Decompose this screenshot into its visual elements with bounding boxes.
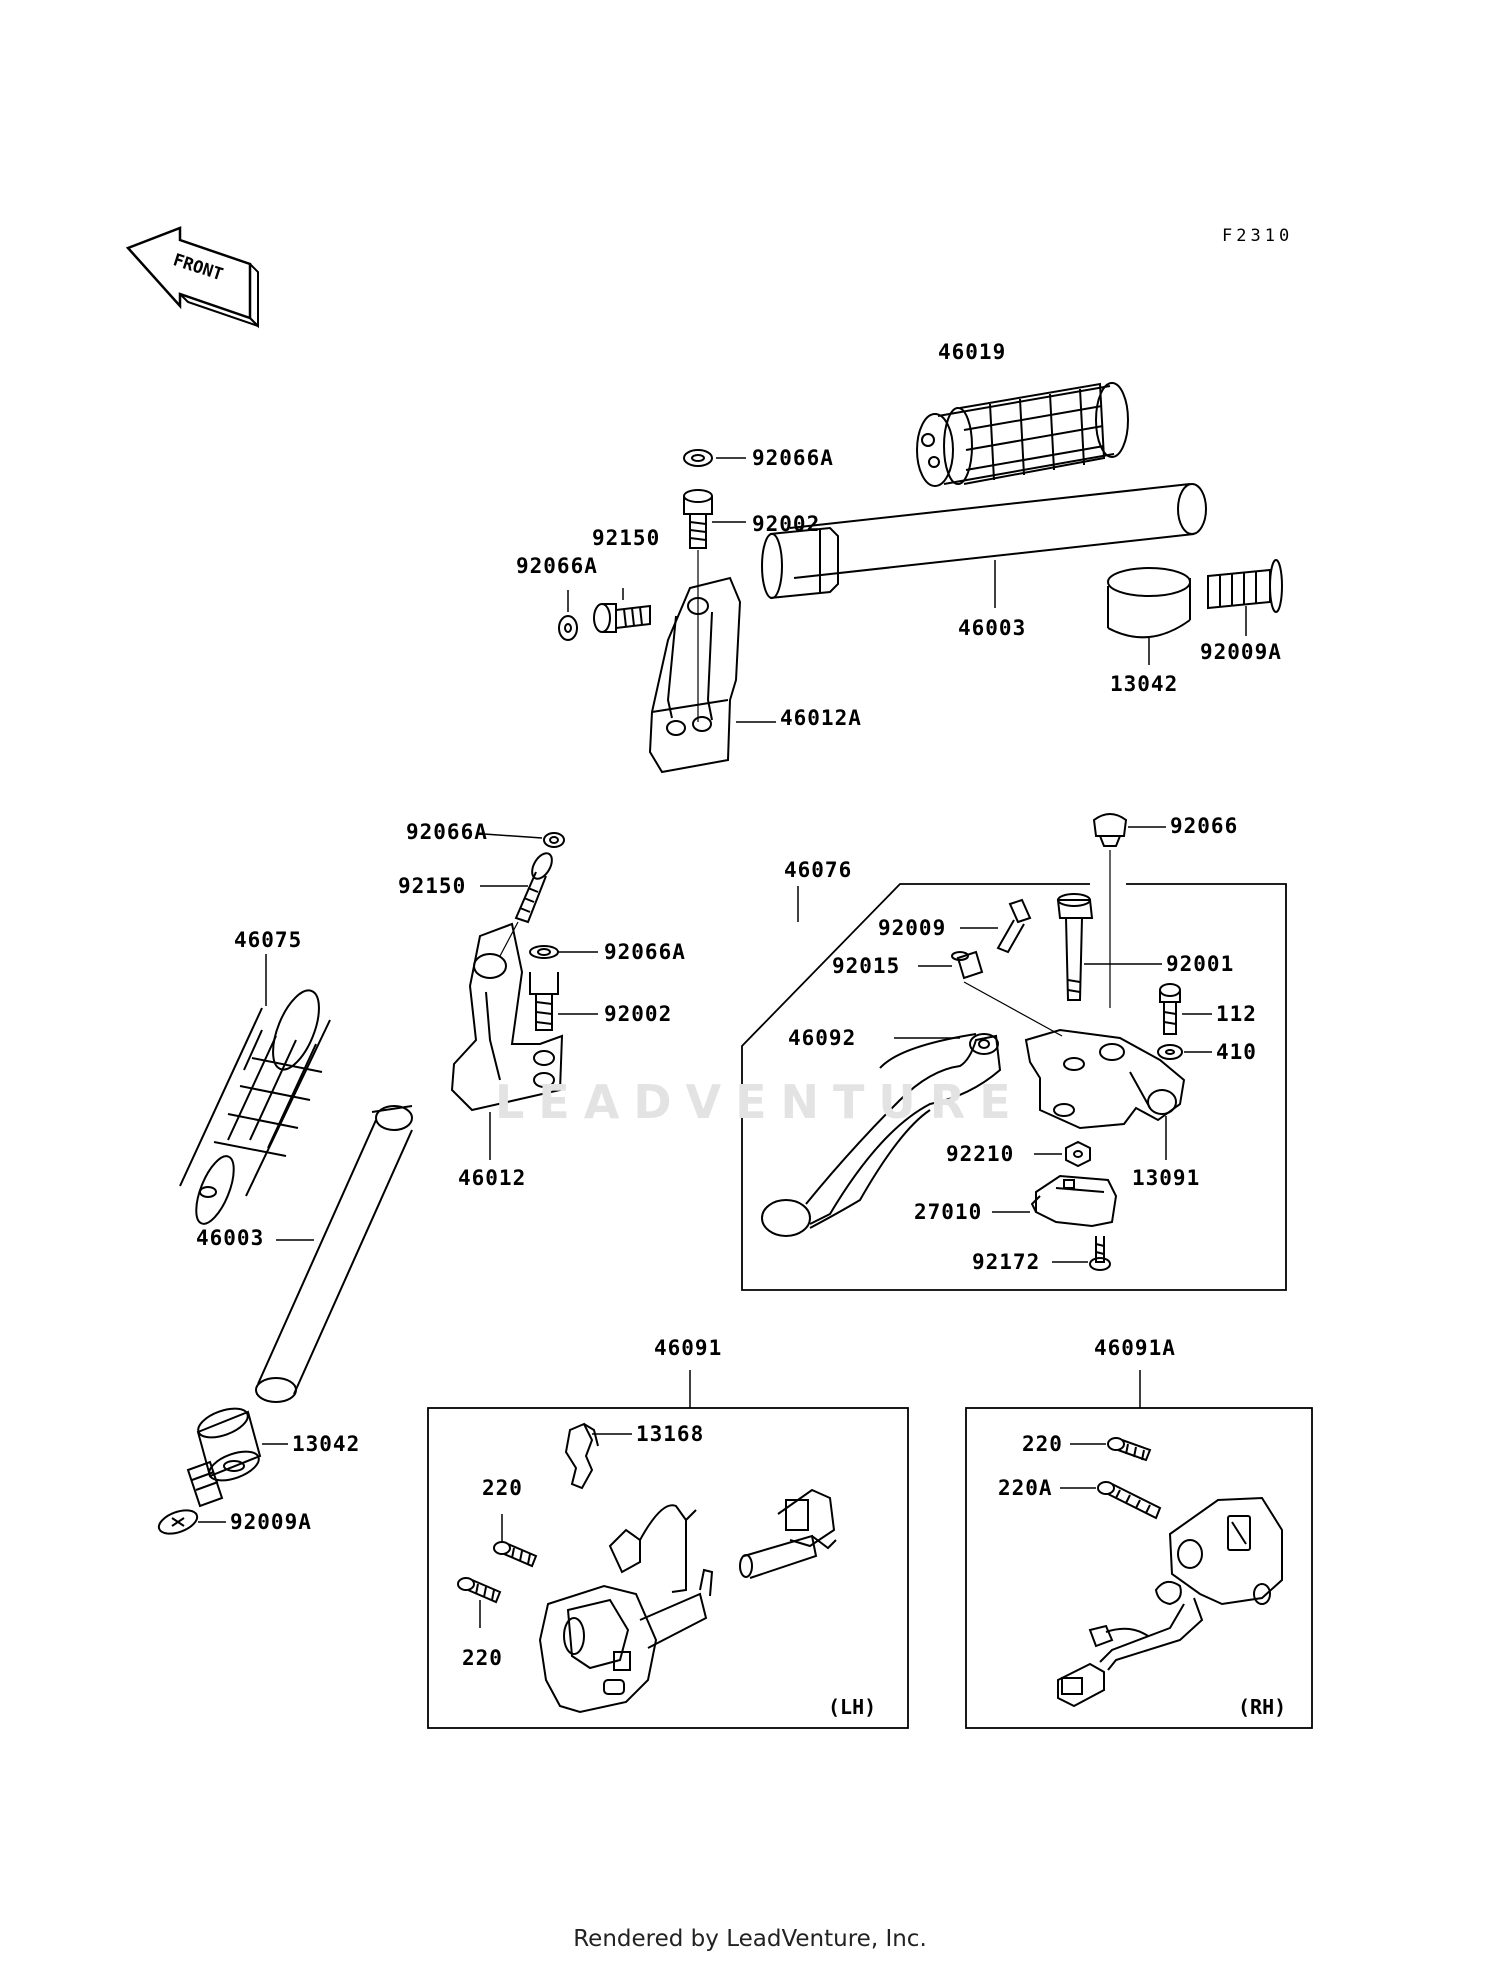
part-label-46076: 46076 [784, 858, 853, 882]
bolt-112 [1159, 983, 1181, 1035]
lever-assembly-box-46076 [741, 883, 1287, 1291]
part-label-92066A: 92066A [516, 554, 598, 578]
part-label-410: 410 [1216, 1040, 1257, 1064]
throttle-pipe-46003 [255, 1105, 413, 1403]
clutch-lever-46092 [761, 1033, 1002, 1237]
part-label-92150: 92150 [592, 526, 661, 550]
washer-92066A [543, 832, 565, 848]
bolt-92002 [683, 489, 713, 549]
part-label-46003: 46003 [196, 1226, 265, 1250]
clip-13168 [564, 1422, 599, 1490]
part-label-46091A: 46091A [1094, 1336, 1176, 1360]
washer-410 [1157, 1044, 1183, 1060]
throttle-pipe-46003 [761, 483, 1207, 599]
part-label-46092: 46092 [788, 1026, 857, 1050]
part-label-220: 220 [482, 1476, 523, 1500]
nut-92015 [951, 950, 984, 980]
cap-92066 [1092, 813, 1128, 847]
part-label-46091: 46091 [654, 1336, 723, 1360]
part-label-46012: 46012 [458, 1166, 527, 1190]
screw-92172 [1089, 1236, 1111, 1271]
left-switch-housing [538, 1488, 837, 1714]
part-label-220: 220 [1022, 1432, 1063, 1456]
part-label-46003: 46003 [958, 616, 1027, 640]
part-label-92066A: 92066A [604, 940, 686, 964]
bracket-46012 [450, 922, 564, 1112]
screw-220A [1097, 1481, 1162, 1520]
part-label-92002: 92002 [752, 512, 821, 536]
part-label-92009A: 92009A [1200, 640, 1282, 664]
part-label-13168: 13168 [636, 1422, 705, 1446]
bolt-92001 [1056, 893, 1094, 1001]
part-label-220A: 220A [998, 1476, 1053, 1500]
part-label-46019: 46019 [938, 340, 1007, 364]
collar-13042 [1107, 567, 1191, 639]
part-label-220: 220 [462, 1646, 503, 1670]
footer-credit: Rendered by LeadVenture, Inc. [573, 1926, 927, 1952]
part-label-92210: 92210 [946, 1142, 1015, 1166]
bracket-46012A [648, 576, 742, 774]
grip-46019 [916, 382, 1129, 487]
part-label-46075: 46075 [234, 928, 303, 952]
bolt-92009 [996, 898, 1032, 954]
part-label-112: 112 [1216, 1002, 1257, 1026]
part-label-92066: 92066 [1170, 814, 1239, 838]
nut-92210 [1065, 1140, 1091, 1168]
screw-220 [457, 1577, 502, 1604]
washer-92066A [683, 449, 713, 467]
switch-box-46091A [965, 1407, 1313, 1729]
left-hand-label: (LH) [828, 1695, 876, 1719]
lever-holder-13091 [1024, 1028, 1186, 1130]
part-label-92002: 92002 [604, 1002, 673, 1026]
part-label-46012A: 46012A [780, 706, 862, 730]
figure-code: F2310 [1222, 226, 1294, 246]
part-label-92066A: 92066A [406, 820, 488, 844]
collar-13042 [196, 1407, 262, 1482]
part-label-92009A: 92009A [230, 1510, 312, 1534]
right-hand-label: (RH) [1238, 1695, 1286, 1719]
switch-box-46091 [427, 1407, 909, 1729]
grip-46075 [179, 989, 331, 1225]
watermark: LEADVENTURE [495, 1075, 1025, 1129]
clutch-switch-27010 [1030, 1174, 1118, 1228]
bolt-92009A [1207, 559, 1283, 613]
bolt-92150 [514, 852, 553, 924]
right-switch-housing [1057, 1496, 1283, 1708]
screw-220 [1107, 1437, 1152, 1462]
part-label-13042: 13042 [1110, 672, 1179, 696]
part-label-92172: 92172 [972, 1250, 1041, 1274]
washer-92066A [558, 615, 578, 641]
bolt-92009A [157, 1460, 224, 1535]
bolt-92150 [593, 603, 651, 633]
part-label-13091: 13091 [1132, 1166, 1201, 1190]
part-label-92009: 92009 [878, 916, 947, 940]
screw-220 [493, 1541, 538, 1568]
part-label-27010: 27010 [914, 1200, 983, 1224]
part-label-92001: 92001 [1166, 952, 1235, 976]
front-arrow-icon: FRONT [125, 226, 259, 329]
part-label-13042: 13042 [292, 1432, 361, 1456]
part-label-92150: 92150 [398, 874, 467, 898]
part-label-92066A: 92066A [752, 446, 834, 470]
part-label-92015: 92015 [832, 954, 901, 978]
